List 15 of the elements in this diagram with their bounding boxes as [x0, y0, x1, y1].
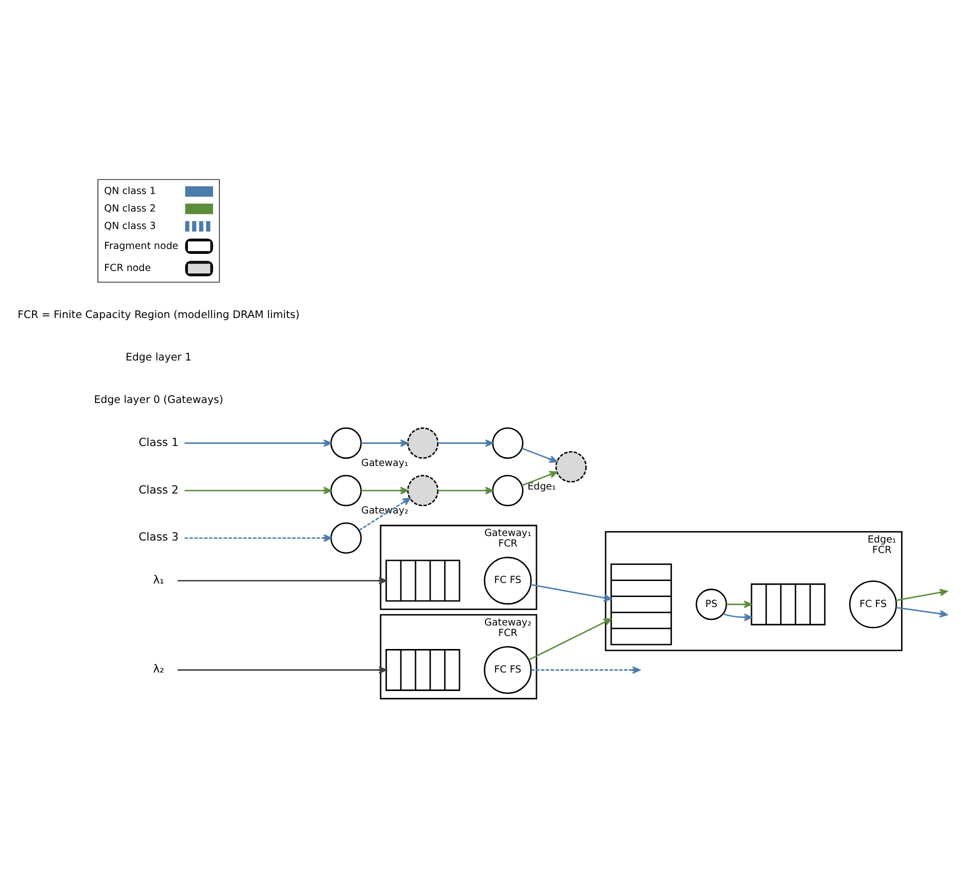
legend-label: QN class 1: [104, 186, 156, 198]
legend-label: QN class 3: [104, 220, 156, 232]
label: Edge layer 0 (Gateways): [94, 394, 224, 406]
legend-label: FCR node: [104, 263, 151, 274]
node-text: λ₁: [153, 573, 164, 586]
node-text: Class 3: [138, 530, 179, 544]
label: FCR = Finite Capacity Region (modelling DRAM limits): [18, 308, 300, 321]
node-text: Class 2: [138, 483, 179, 496]
node-text: λ₂: [153, 662, 164, 676]
node-label: Gateway₁: [361, 458, 408, 469]
legend-label: Fragment node: [104, 240, 178, 252]
legend-label: QN class 2: [104, 203, 156, 214]
node-text: Class 1: [138, 436, 179, 449]
label: Edge layer 1: [126, 351, 192, 364]
node-label: Edge₁: [527, 482, 556, 493]
